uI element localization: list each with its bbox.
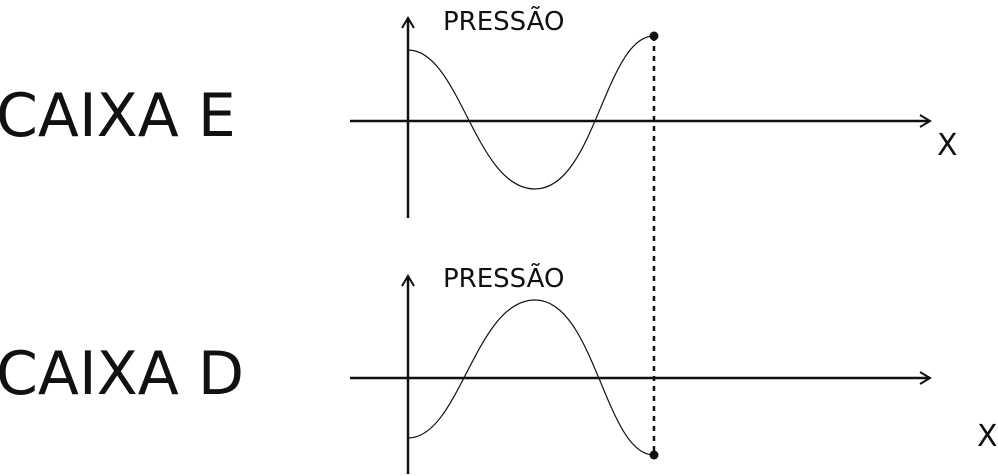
- pressure-wave-e: [407, 35, 655, 190]
- box-label-d: CAIXA D: [0, 339, 244, 409]
- x-axis-label-d: X: [977, 419, 998, 454]
- panel-caixa-d: CAIXA D PRESSÃO X: [0, 262, 998, 474]
- box-label-e: CAIXA E: [0, 81, 236, 151]
- panel-caixa-e: CAIXA E PRESSÃO X: [0, 5, 958, 218]
- x-axis-label-e: X: [937, 128, 958, 163]
- pressure-wave-d: [407, 299, 655, 456]
- endpoint-dot-d: [649, 450, 659, 460]
- y-axis-title-e: PRESSÃO: [443, 5, 564, 37]
- y-axis-title-d: PRESSÃO: [443, 262, 564, 294]
